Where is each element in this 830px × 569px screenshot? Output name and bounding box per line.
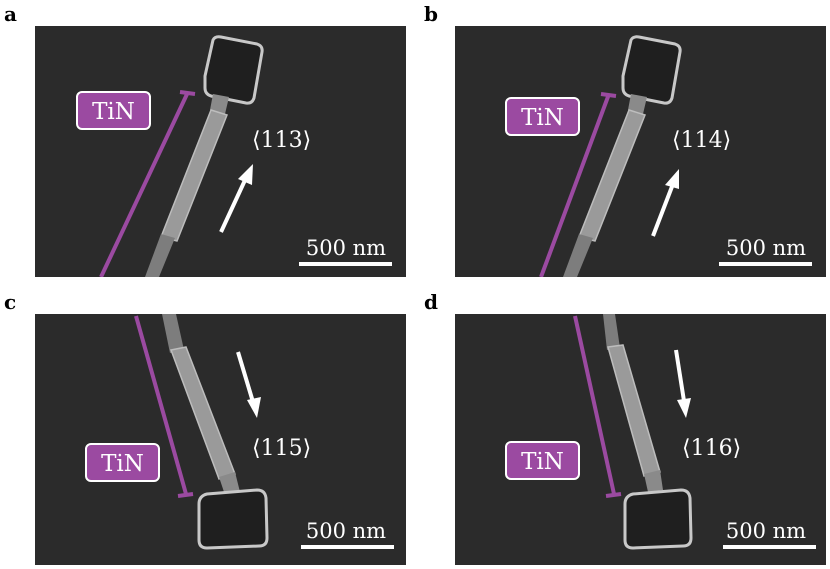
- sem-panel-a: TiN ⟨113⟩ 500 nm: [35, 26, 406, 277]
- tin-extent-line: [573, 315, 616, 495]
- scale-bar-label: 500 nm: [726, 519, 806, 543]
- tin-tag-label: TiN: [521, 449, 564, 475]
- tin-tag-label: TiN: [92, 99, 135, 125]
- direction-label: ⟨115⟩: [252, 436, 311, 461]
- direction-arrow-icon: [236, 351, 255, 403]
- nanowire-structure: [162, 314, 269, 550]
- panel-label-a: a: [4, 2, 17, 26]
- scale-bar: [301, 545, 394, 549]
- nanowire-structure: [145, 35, 264, 277]
- nanowire-structure: [563, 35, 682, 277]
- tin-tag: [76, 91, 151, 130]
- nanowire-structure: [603, 314, 693, 550]
- tin-extent-cap: [177, 492, 194, 498]
- sem-image-a: TiN ⟨113⟩ 500 nm: [35, 26, 406, 277]
- sem-panel-c: TiN ⟨115⟩ 500 nm: [35, 314, 406, 565]
- arrow-head-icon: [238, 164, 253, 185]
- tin-extent-cap: [605, 492, 622, 498]
- tin-tag: [85, 443, 160, 482]
- tin-extent-cap: [600, 92, 617, 98]
- direction-label: ⟨116⟩: [682, 436, 741, 461]
- tin-extent-line: [539, 93, 611, 277]
- tin-tag-label: TiN: [101, 451, 144, 477]
- sem-panel-b: TiN ⟨114⟩ 500 nm: [455, 26, 826, 277]
- sem-image-b: TiN ⟨114⟩ 500 nm: [455, 26, 826, 277]
- scale-bar-label: 500 nm: [306, 236, 386, 260]
- tin-tag: [505, 441, 580, 480]
- sem-image-c: TiN ⟨115⟩ 500 nm: [35, 314, 406, 565]
- panel-label-c: c: [4, 290, 17, 314]
- arrow-head-icon: [677, 398, 691, 418]
- tin-extent-line: [134, 315, 188, 495]
- arrow-head-icon: [665, 169, 679, 189]
- direction-label: ⟨114⟩: [672, 128, 731, 153]
- tin-extent-cap: [179, 90, 196, 96]
- panel-label-d: d: [424, 290, 438, 314]
- tin-extent-line: [99, 91, 190, 277]
- tin-tag: [505, 97, 580, 136]
- arrow-head-icon: [247, 397, 261, 418]
- scale-bar: [723, 545, 816, 549]
- direction-label: ⟨113⟩: [252, 128, 311, 153]
- scale-bar: [299, 262, 392, 266]
- direction-arrow-icon: [651, 183, 675, 237]
- scale-bar-label: 500 nm: [726, 236, 806, 260]
- tin-tag-label: TiN: [521, 105, 564, 131]
- scale-bar-label: 500 nm: [306, 519, 386, 543]
- sem-image-d: TiN ⟨116⟩ 500 nm: [455, 314, 826, 565]
- sem-panel-d: TiN ⟨116⟩ 500 nm: [455, 314, 826, 565]
- direction-arrow-icon: [674, 349, 686, 402]
- panel-label-b: b: [424, 2, 438, 26]
- scale-bar: [719, 262, 812, 266]
- direction-arrow-icon: [219, 177, 248, 233]
